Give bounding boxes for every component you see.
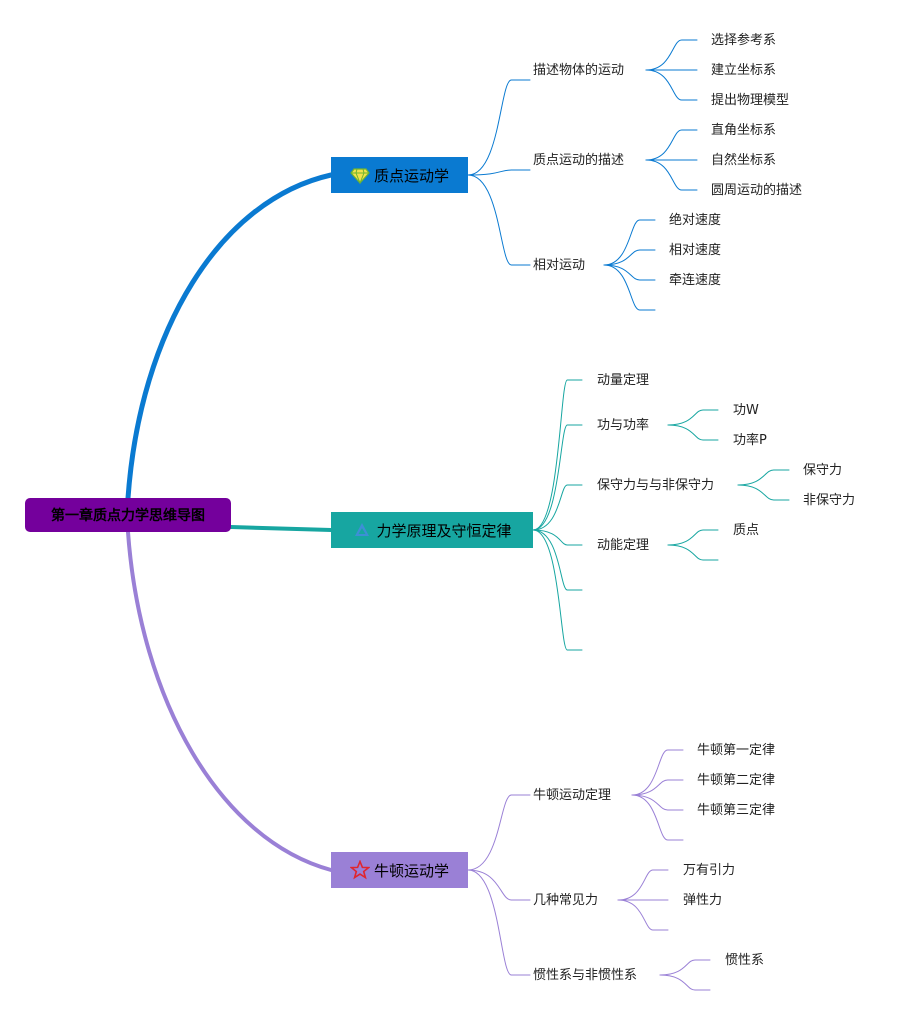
leaf-topic[interactable]: 质点 [733,523,760,538]
branch-connector [532,379,583,531]
branch-connector [467,794,531,871]
leaf-topic[interactable]: 绝对速度 [669,213,722,228]
branch-connector [532,529,583,591]
triangle-flag-icon [352,520,372,540]
leaf-connector [659,959,711,976]
leaf-topic[interactable]: 非保守力 [803,493,856,508]
main-topic-principles[interactable]: 力学原理及守恒定律 [331,512,533,548]
branch-connector [467,174,531,266]
main-topic-kinematics[interactable]: 质点运动学 [331,157,468,193]
root-connector [229,525,333,532]
leaf-topic[interactable]: 牛顿第三定律 [697,803,776,818]
star-icon [349,860,370,880]
leaf-connector [631,779,684,796]
leaf-topic[interactable]: 提出物理模型 [711,93,790,108]
leaf-topic[interactable]: 弹性力 [683,893,723,908]
leaf-connector [667,424,719,441]
subtopic[interactable]: 动量定理 [597,373,650,388]
leaf-topic[interactable]: 建立坐标系 [711,63,777,78]
leaf-topic[interactable]: 直角坐标系 [711,123,777,138]
subtopic[interactable]: 功与功率 [597,418,650,433]
leaf-connector [667,409,719,426]
leaf-connector [659,974,711,991]
root-connector [126,530,333,872]
subtopic[interactable]: 质点运动的描述 [533,153,625,168]
leaf-topic[interactable]: 牵连速度 [669,273,722,288]
leaf-connector [645,39,698,71]
root-topic-label: 第一章质点力学思维导图 [51,508,205,524]
branch-connector [532,529,583,651]
leaf-topic[interactable]: 牛顿第二定律 [697,773,776,788]
branch-connector [467,169,531,176]
leaf-connector [667,529,719,546]
leaf-connector [737,469,790,486]
branch-connector [532,484,583,531]
branch-connector [467,869,531,901]
leaf-connector [603,219,656,266]
subtopic[interactable]: 描述物体的运动 [533,63,625,78]
main-topic-label: 质点运动学 [373,166,449,185]
leaf-connector [631,794,684,811]
subtopic[interactable]: 牛顿运动定理 [533,788,612,803]
leaf-topic[interactable]: 功率P [733,433,767,448]
root-topic[interactable]: 第一章质点力学思维导图 [25,498,231,532]
main-topic-label: 力学原理及守恒定律 [376,521,512,540]
main-topic-label: 牛顿运动学 [373,861,449,880]
leaf-connector [603,249,656,266]
leaf-topic[interactable]: 相对速度 [669,243,722,258]
leaf-connector [645,129,698,161]
leaf-topic[interactable]: 自然坐标系 [711,153,777,168]
leaf-connector [631,794,684,841]
leaf-topic[interactable]: 惯性系 [725,953,765,968]
branch-connector [467,869,531,976]
leaf-connector [617,869,669,901]
leaf-connector [631,749,684,796]
root-connector [125,172,334,501]
leaf-connector [645,69,698,101]
leaf-connector [645,159,698,191]
leaf-connector [737,484,790,501]
leaf-connector [603,264,656,311]
leaf-topic[interactable]: 牛顿第一定律 [697,743,776,758]
leaf-topic[interactable]: 圆周运动的描述 [711,183,803,198]
leaf-connector [617,899,669,931]
subtopic[interactable]: 相对运动 [533,258,586,273]
main-topic-newton[interactable]: 牛顿运动学 [331,852,468,888]
gem-icon [350,165,370,185]
leaf-topic[interactable]: 选择参考系 [711,33,777,48]
subtopic[interactable]: 几种常见力 [533,893,599,908]
leaf-topic[interactable]: 功W [733,403,759,418]
leaf-topic[interactable]: 保守力 [803,463,843,478]
branch-connector [532,529,583,546]
leaf-connector [667,544,719,561]
subtopic[interactable]: 动能定理 [597,538,650,553]
subtopic[interactable]: 保守力与与非保守力 [597,478,715,493]
branch-connector [467,79,531,176]
branch-connector [532,424,583,531]
leaf-connector [603,264,656,281]
subtopic[interactable]: 惯性系与非惯性系 [533,968,638,983]
leaf-topic[interactable]: 万有引力 [683,863,736,878]
